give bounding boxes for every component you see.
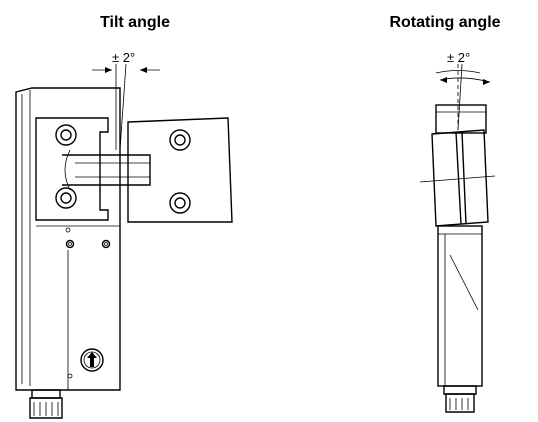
rotate-connector-plug bbox=[445, 393, 475, 413]
switch-head bbox=[35, 117, 109, 221]
rotate-head-top bbox=[435, 104, 487, 134]
rotated-actuator-block bbox=[431, 129, 489, 227]
rotate-connector-collar bbox=[443, 385, 477, 395]
connector-plug bbox=[29, 397, 63, 419]
rotating-angle-title: Rotating angle bbox=[389, 14, 501, 31]
rotate-view-drawing bbox=[419, 63, 496, 413]
screw-top-left bbox=[55, 124, 77, 146]
actuator-plate bbox=[127, 117, 233, 223]
screw-bottom-left bbox=[55, 187, 77, 209]
actuator-screw-top bbox=[169, 129, 191, 151]
connector-collar bbox=[31, 389, 61, 399]
actuator-tongue bbox=[62, 154, 151, 186]
switch-body bbox=[15, 87, 121, 391]
rotate-centerline bbox=[419, 175, 496, 183]
tilt-angle-tolerance: ± 2° bbox=[112, 50, 136, 65]
tilt-angle-title: Tilt angle bbox=[100, 14, 170, 31]
rotating-angle-tolerance: ± 2° bbox=[447, 50, 471, 65]
actuator-screw-bottom bbox=[169, 192, 191, 214]
up-arrow-circle-icon bbox=[80, 348, 104, 372]
tilt-view-drawing bbox=[15, 63, 233, 419]
